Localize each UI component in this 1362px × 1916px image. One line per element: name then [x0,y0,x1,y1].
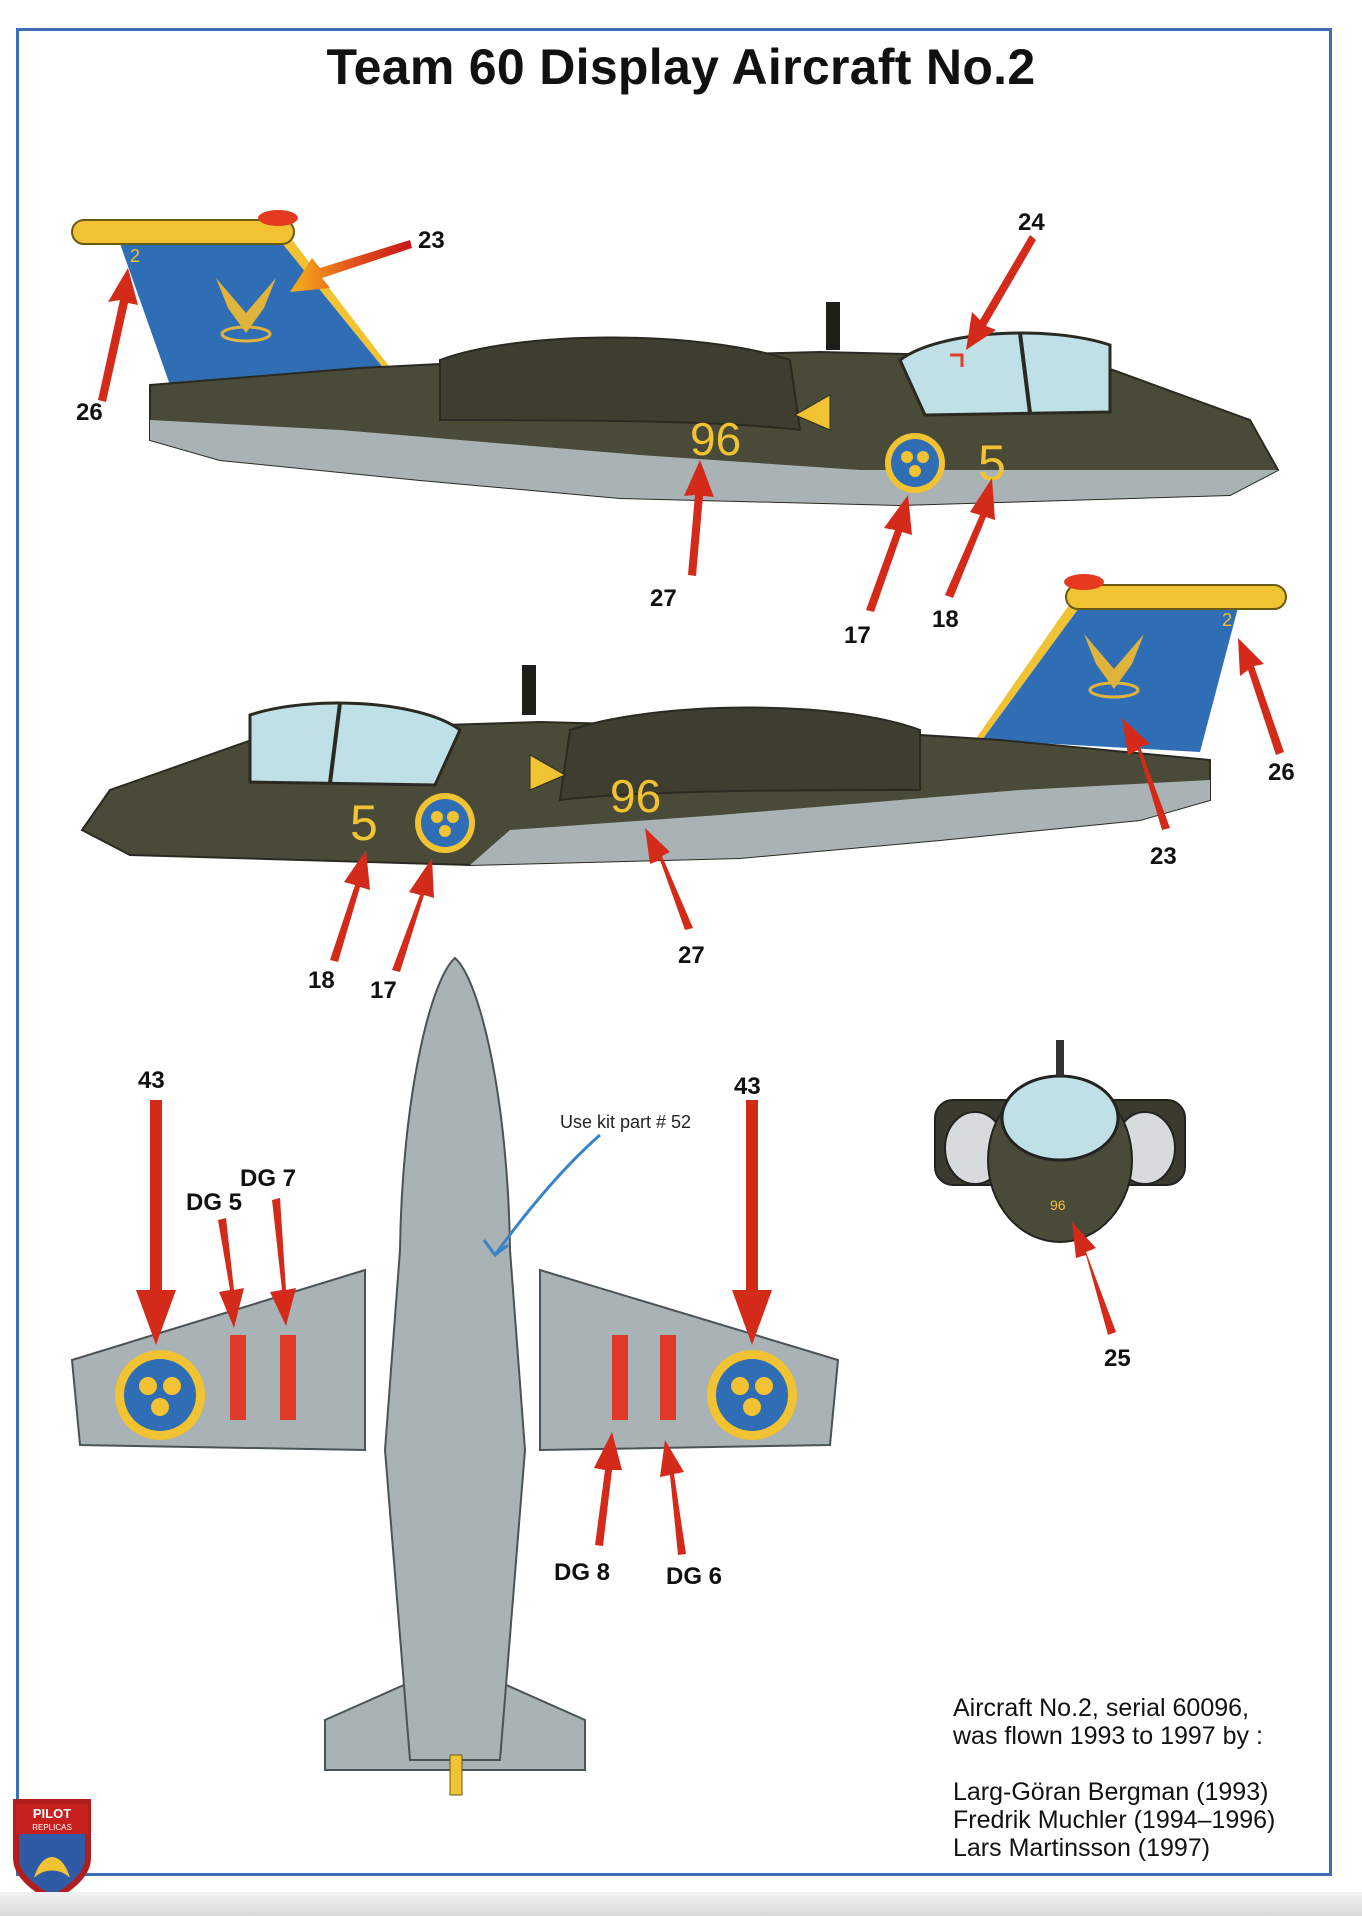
fin-leading-edge [265,222,392,370]
eagle-badge-icon [216,278,276,343]
label-26-top: 26 [76,399,103,426]
arrow-18-side2 [330,850,370,962]
info-line2: was flown 1993 to 1997 by : [953,1722,1263,1750]
intake [439,336,802,432]
front-antenna [1056,1040,1064,1076]
pilot-1: Larg-Göran Bergman (1993) [953,1778,1269,1806]
arrow-26-top [98,268,138,402]
arrow-23-top [290,240,412,292]
label-17-top: 17 [844,622,871,649]
fuselage-roundel [885,433,945,493]
tail-fin [118,222,385,385]
top-fuselage [383,956,527,1761]
label-dg7: DG 7 [240,1165,296,1192]
pilot-2: Fredrik Muchler (1994–1996) [953,1806,1276,1834]
front-view: 96 [934,1040,1186,1243]
side-view-left: 2 96 5 FARA [80,574,1287,867]
nose-underside [830,470,1278,505]
label-17-side2: 17 [370,977,397,1004]
label-dg6: DG 6 [666,1563,722,1590]
label-dg8: DG 8 [554,1559,610,1586]
logo-eagle-icon [34,1857,70,1878]
kit-part-pointer [482,1133,601,1258]
canopy [898,331,1112,417]
arrow-27-top [684,460,714,576]
stripe-dg6 [660,1335,676,1420]
arrow-23-side2 [1122,718,1170,830]
aircraft-number: 5 [350,795,378,851]
tail-light [258,210,298,226]
front-code: 96 [1050,1197,1066,1213]
fuselage-roundel [415,793,475,853]
info-line1: Aircraft No.2, serial 60096, [953,1694,1249,1722]
arrow-43-right [732,1100,772,1345]
code-number: 96 [610,770,661,822]
label-24: 24 [1018,209,1045,236]
top-view [70,956,840,1796]
fin-leading-edge [975,590,1092,740]
label-27-side2: 27 [678,942,705,969]
tailplane [1065,584,1287,610]
arrow-dg6 [660,1440,686,1555]
label-dg5: DG 5 [186,1189,242,1216]
right-wing-roundel [707,1350,797,1440]
label-27-top: 27 [650,585,677,612]
left-wing-roundel [115,1350,205,1440]
stripe-dg7 [280,1335,296,1420]
fin-number: 2 [1222,610,1232,630]
arrow-17-top [866,495,912,612]
bottom-bar [0,1892,1362,1916]
page-title: Team 60 Display Aircraft No.2 [326,39,1036,95]
label-18-side2: 18 [308,967,335,994]
tail-light [1064,574,1104,590]
fin-number: 2 [130,246,140,266]
arrow-18-top [945,478,995,598]
arrow-27-side2 [645,828,693,930]
arrow-dg5 [218,1218,244,1328]
stripe-dg8 [612,1335,628,1420]
logo-line1: PILOT [33,1806,71,1821]
antenna [522,665,536,715]
side-view-right: 2 96 5 FARA [71,210,1280,507]
kit-note: Use kit part # 52 [560,1112,691,1132]
left-wing [70,1268,366,1452]
callout-labels: 23 24 26 27 17 18 26 23 27 18 17 43 43 D… [76,209,1295,1590]
label-43-right: 43 [734,1073,761,1100]
arrow-26-side2 [1238,638,1284,755]
arrow-25 [1072,1222,1116,1335]
right-wing [539,1268,840,1452]
label-23-top: 23 [418,227,445,254]
warning-text: FARA [806,410,830,420]
pilot-replicas-logo: PILOT REPLICAS [13,1799,91,1902]
canopy [248,701,462,787]
label-43-left: 43 [138,1067,165,1094]
antenna [826,302,840,350]
code-number: 96 [690,413,741,465]
intake [558,706,921,802]
front-canopy [1000,1074,1120,1162]
pilot-3: Lars Martinsson (1997) [953,1834,1211,1862]
label-25: 25 [1104,1345,1131,1372]
eagle-badge-icon [1084,634,1144,699]
stripe-dg5 [230,1335,246,1420]
warning-text: FARA [533,770,557,780]
arrow-dg7 [270,1198,296,1326]
arrow-17-side2 [392,858,434,972]
arrow-dg8 [594,1432,622,1546]
callout-arrows [98,235,1284,1555]
tailplane [71,219,295,245]
label-23-side2: 23 [1150,843,1177,870]
fuselage-underside [150,420,900,505]
arrow-43-left [136,1100,176,1345]
label-18-top: 18 [932,606,959,633]
arrow-24 [966,235,1036,350]
label-26-side2: 26 [1268,759,1295,786]
logo-line2: REPLICAS [32,1823,72,1832]
